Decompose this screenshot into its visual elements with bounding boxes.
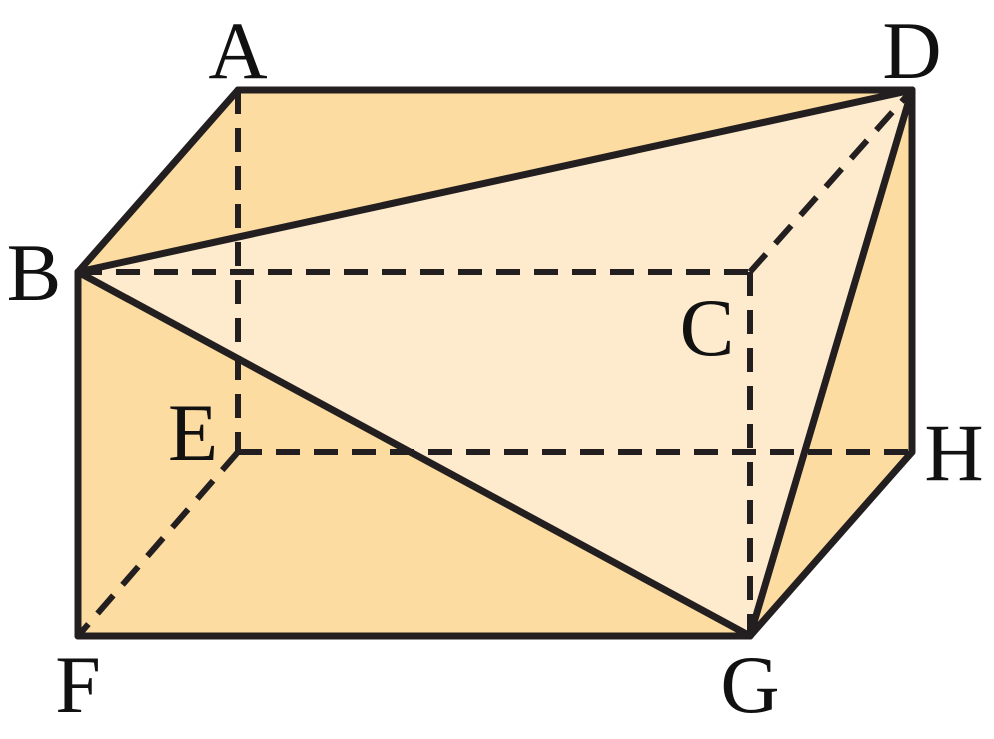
visible-edges [74,86,916,640]
edge-ef [75,450,241,638]
edge-ab [74,86,242,276]
vertex-labels: A D B C E H F G [7,5,984,730]
vertex-label-d: D [882,5,941,96]
vertex-label-c: C [680,282,735,373]
vertex-label-h: H [924,407,983,498]
edge-bg [74,268,754,640]
vertex-label-f: F [55,639,101,730]
vertex-label-a: A [208,5,267,96]
edge-cd [747,88,915,274]
edge-bd [74,86,916,276]
edge-dg [746,86,916,640]
edge-gh [746,448,916,640]
vertex-label-b: B [7,227,62,318]
vertex-label-g: G [720,639,779,730]
vertex-label-e: E [168,387,218,478]
hidden-edges [75,88,915,638]
